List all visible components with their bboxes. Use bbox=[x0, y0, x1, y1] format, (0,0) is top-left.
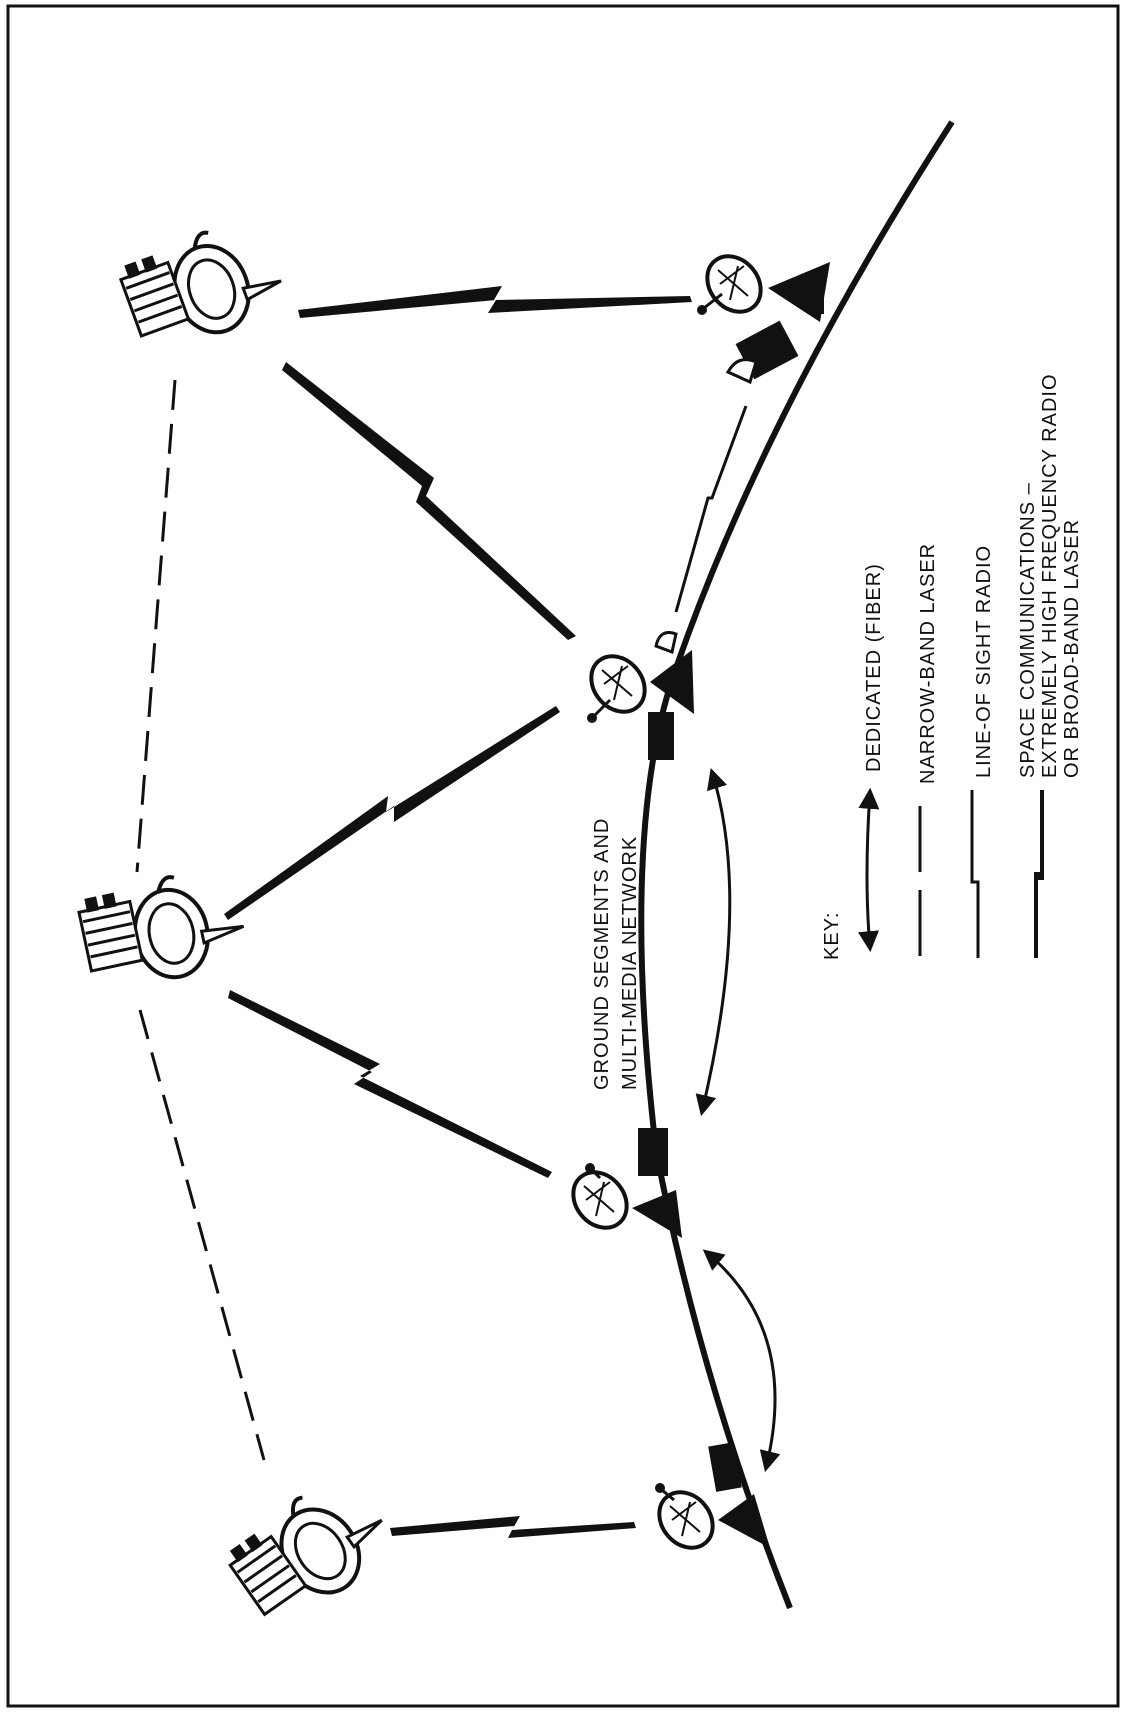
figure-frame bbox=[6, 4, 1120, 1708]
ground-station-upper-middle bbox=[587, 631, 694, 760]
space-link-center-lowermiddle bbox=[228, 990, 552, 1178]
ground-station-top bbox=[697, 254, 830, 385]
ground-station-bottom bbox=[655, 1442, 770, 1550]
space-communication-links bbox=[224, 286, 692, 1538]
legend-label-space-line2: EXTREMELY HIGH FREQUENCY RADIO bbox=[1039, 373, 1061, 778]
satellite-left bbox=[228, 1495, 383, 1617]
legend-label-space-line1: SPACE COMMUNICATIONS – bbox=[1017, 482, 1039, 778]
fiber-link-lower bbox=[702, 1249, 781, 1473]
narrow-band-link-right-center bbox=[135, 379, 177, 873]
legend-label-narrow-band: NARROW-BAND LASER bbox=[917, 543, 939, 784]
ground-segments-label-line1: GROUND SEGMENTS AND bbox=[591, 818, 613, 1090]
line-of-sight-link bbox=[674, 405, 748, 613]
space-link-right-uppermiddle bbox=[282, 362, 576, 640]
space-link-center-uppermiddle bbox=[224, 706, 560, 920]
narrow-band-link-center-left bbox=[138, 1009, 266, 1461]
satellite-center bbox=[77, 875, 245, 980]
legend-label-dedicated: DEDICATED (FIBER) bbox=[863, 563, 885, 772]
legend: KEY: DEDICATED (FIBER) NARROW-BAND LASER… bbox=[821, 373, 1083, 960]
dedicated-fiber-links bbox=[695, 767, 781, 1473]
ground-station-lower-middle bbox=[571, 1128, 682, 1238]
legend-symbol-space bbox=[1034, 790, 1044, 958]
earth-horizon-curve bbox=[638, 120, 955, 1610]
satellite-right bbox=[118, 230, 282, 338]
legend-symbol-dedicated bbox=[858, 787, 880, 953]
ground-segments-label-line2: MULTI-MEDIA NETWORK bbox=[619, 836, 641, 1090]
fiber-link-upper bbox=[695, 767, 732, 1117]
legend-label-line-of-sight: LINE-OF SIGHT RADIO bbox=[973, 545, 995, 778]
legend-symbol-line-of-sight bbox=[970, 790, 980, 958]
legend-title: KEY: bbox=[821, 912, 843, 960]
narrow-band-laser-links bbox=[135, 379, 266, 1461]
space-link-left-bottom bbox=[390, 1516, 636, 1538]
legend-label-space-line3: OR BROAD-BAND LASER bbox=[1061, 519, 1083, 778]
space-link-right-top bbox=[298, 286, 692, 318]
